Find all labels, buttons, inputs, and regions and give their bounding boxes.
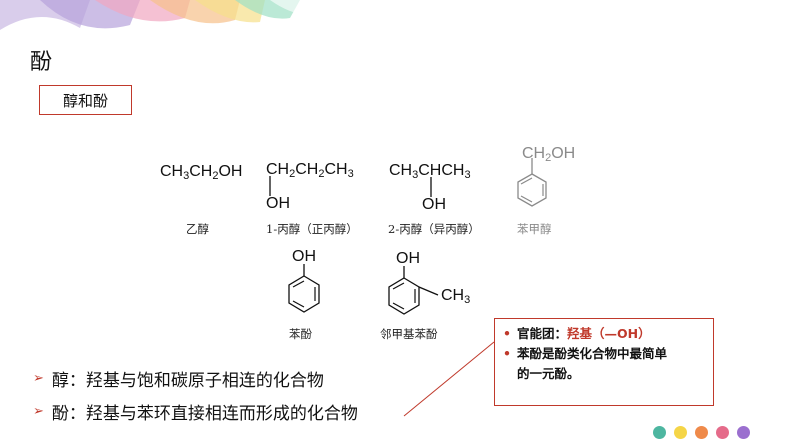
2-propanol-bond [430,177,432,197]
phenol-ring [288,264,320,313]
1-propanol-caption: 1-丙醇（正丙醇） [266,222,358,236]
benzyl-alcohol-ring [517,158,547,207]
o-cresol-ring [388,266,439,315]
phenol-oh: OH [292,248,316,265]
benzyl-alcohol-formula: CH2OH [522,145,576,164]
decorative-dot [674,426,687,439]
connector-line [403,341,495,417]
1-propanol-oh: OH [266,195,290,212]
definition-alcohol: ➢ 醇：羟基与饱和碳原子相连的化合物 [33,366,324,391]
note-box: • 官能团：羟基（—OH） • 苯酚是酚类化合物中最简单 的一元酚。 [494,318,714,406]
o-cresol-oh: OH [396,250,420,267]
1-propanol-bond [269,176,271,196]
2-propanol-caption: 2-丙醇（异丙醇） [388,222,480,236]
note-text: 的一元酚。 [517,366,580,381]
note-phenol: • 苯酚是酚类化合物中最简单 [503,344,705,364]
note-value: 羟基（—OH） [567,326,651,341]
ethanol-caption: 乙醇 [186,222,209,236]
1-propanol-formula: CH2CH2CH3 [266,161,354,180]
definition-phenol: ➢ 酚：羟基与苯环直接相连而形成的化合物 [33,399,358,424]
o-cresol-methyl: CH3 [441,287,471,306]
decorative-dot [716,426,729,439]
arrow-bullet-icon: ➢ [33,371,44,386]
decorative-dot [653,426,666,439]
bullet-dot-icon: • [503,326,511,341]
header-decoration [0,0,312,30]
decorative-dot [695,426,708,439]
2-propanol-formula: CH3CHCH3 [389,162,471,181]
definition-text: 醇：羟基与饱和碳原子相连的化合物 [51,371,324,391]
section-tag: 醇和酚 [39,85,132,115]
benzyl-alcohol-caption: 苯甲醇 [517,222,552,236]
o-cresol-caption: 邻甲基苯酚 [380,327,438,341]
definition-text: 酚：羟基与苯环直接相连而形成的化合物 [51,404,358,424]
page-title: 酚 [30,50,53,75]
ethanol-formula: CH3CH2OH [160,163,243,182]
arrow-bullet-icon: ➢ [33,404,44,419]
phenol-caption: 苯酚 [289,327,312,341]
note-phenol-cont: 的一元酚。 [503,364,705,384]
bullet-dot-icon: • [503,346,511,361]
decorative-dots [653,426,750,439]
2-propanol-oh: OH [422,196,446,213]
note-text: 苯酚是酚类化合物中最简单 [517,346,668,361]
note-functional-group: • 官能团：羟基（—OH） [503,324,705,344]
decorative-dot [737,426,750,439]
note-label: 官能团： [517,326,568,341]
